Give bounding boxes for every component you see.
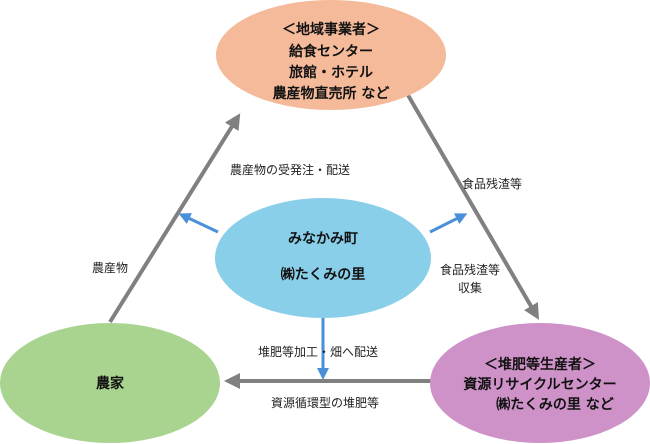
node-center (215, 198, 431, 318)
label-orders: 農産物の受発注・配送 (230, 162, 350, 177)
center-line: ㈱たくみの里 (281, 266, 366, 283)
farmer-label: 農家 (96, 375, 125, 392)
business-line: 農産物直売所 など (273, 85, 390, 102)
center-line: みなかみ町 (288, 231, 358, 247)
label-food-waste-collect: 食品残渣等 (440, 262, 500, 277)
arrow-farmer-to-business (108, 113, 241, 324)
node-farmer (0, 323, 220, 443)
business-line: ＜地域事業者＞ (282, 21, 380, 38)
compost-line: ＜堆肥等生産者＞ (484, 356, 596, 373)
business-line: 給食センター (289, 43, 373, 60)
arrow-center-to-right (429, 213, 468, 234)
label-recycled-compost: 資源循環型の堆肥等 (271, 396, 379, 410)
business-line: 旅館・ホテル (289, 64, 373, 81)
label-food-waste-top: 食品残渣等 (462, 176, 522, 191)
compost-line: 資源リサイクルセンター (463, 376, 616, 393)
label-food-waste-collect: 収集 (458, 280, 482, 295)
label-produce: 農産物 (92, 260, 128, 275)
node-local-business (216, 0, 446, 110)
compost-line: ㈱たくみの里 など (496, 396, 613, 413)
arrow-business-to-compost (403, 88, 540, 320)
arrow-center-to-left (178, 213, 219, 234)
node-compost-producer (430, 323, 650, 443)
label-compost-delivery: 堆肥等加工・畑へ配送 (258, 344, 378, 359)
